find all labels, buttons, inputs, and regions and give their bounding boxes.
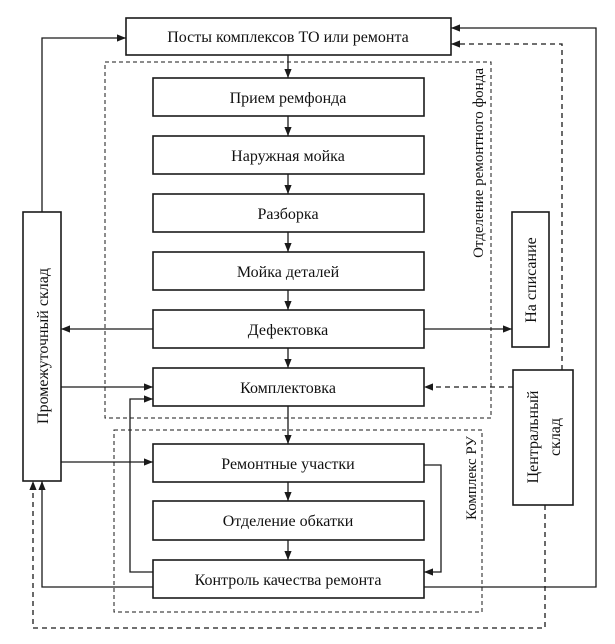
node-komplektovka: Комплектовка (152, 367, 425, 407)
region-kompleks-label: Комплекс РУ (464, 436, 480, 520)
node-moika-detalei: Мойка деталей (152, 251, 425, 291)
node-komplektovka-label: Комплектовка (240, 380, 336, 397)
node-posts: Посты комплексов ТО или ремонта (125, 17, 452, 56)
node-spisanie-label: На списание (523, 237, 540, 323)
node-razborka-label: Разборка (257, 206, 318, 223)
node-posts-label: Посты комплексов ТО или ремонта (167, 29, 409, 46)
node-obkatka-label: Отделение обкатки (223, 513, 354, 530)
node-obkatka: Отделение обкатки (152, 500, 425, 541)
region-kompleks-frame (113, 429, 483, 613)
node-priem: Прием ремфонда (152, 77, 425, 117)
node-defektovka-label: Дефектовка (248, 322, 328, 339)
node-defektovka: Дефектовка (152, 309, 425, 349)
side-connectors (29, 24, 597, 629)
region-otdelenie-frame (104, 61, 492, 419)
node-spisanie: На списание (511, 211, 550, 348)
node-central: Центральный склад (512, 369, 574, 506)
region-otdelenie-label: Отделение ремонтного фонда (471, 68, 487, 258)
node-promezh: Промежуточный склад (22, 211, 62, 482)
node-remontnye-label: Ремонтные участки (221, 456, 355, 473)
node-moika-detalei-label: Мойка деталей (237, 264, 340, 281)
node-kontrol-label: Контроль качества ремонта (195, 572, 382, 589)
node-promezh-label: Промежуточный склад (35, 268, 52, 424)
node-moika-label: Наружная мойка (231, 148, 345, 165)
node-central-label-1: Центральный (525, 390, 542, 483)
node-remontnye: Ремонтные участки (152, 443, 425, 483)
node-razborka: Разборка (152, 193, 425, 233)
node-central-label-2: склад (547, 418, 564, 456)
node-moika: Наружная мойка (152, 135, 425, 175)
node-priem-label: Прием ремфонда (230, 90, 347, 107)
node-kontrol: Контроль качества ремонта (152, 559, 425, 599)
